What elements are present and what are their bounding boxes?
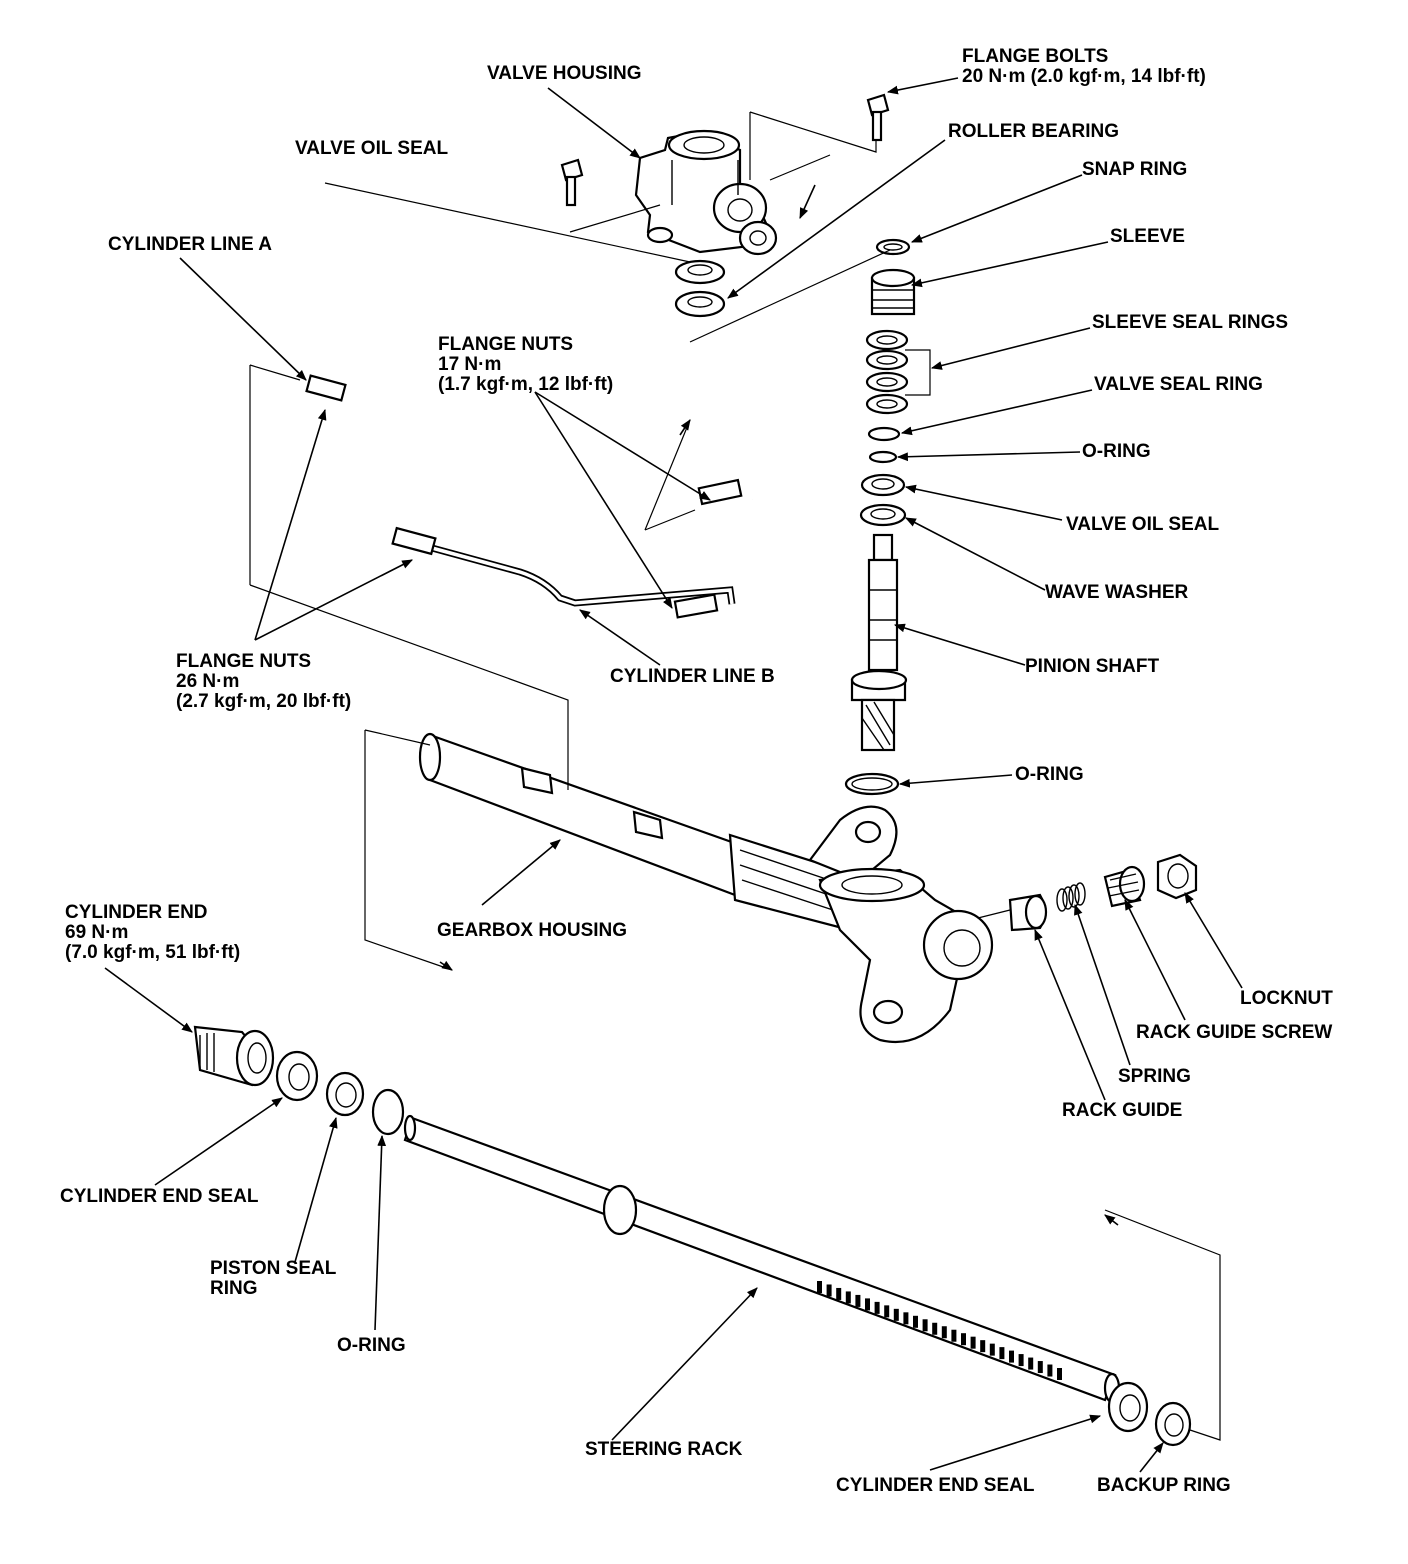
backup-ring-part bbox=[1154, 1401, 1192, 1447]
rack-tooth bbox=[855, 1294, 861, 1307]
label-roller-bearing: ROLLER BEARING bbox=[948, 121, 1119, 142]
rack-tooth bbox=[1009, 1350, 1014, 1363]
label-valve-oil-seal-right: VALVE OIL SEAL bbox=[1066, 514, 1219, 535]
pinion-shaft-part bbox=[850, 533, 908, 752]
label-valve-seal-ring: VALVE SEAL RING bbox=[1094, 374, 1263, 395]
rack-tooth bbox=[980, 1340, 986, 1353]
label-valve-oil-seal-top: VALVE OIL SEAL bbox=[295, 138, 448, 159]
label-sleeve: SLEEVE bbox=[1110, 226, 1185, 247]
label-sleeve-seal-rings: SLEEVE SEAL RINGS bbox=[1092, 312, 1288, 333]
wave-washer-part bbox=[859, 503, 907, 527]
rack-tooth bbox=[999, 1347, 1005, 1360]
label-valve-housing: VALVE HOUSING bbox=[487, 63, 641, 84]
rack-tooth bbox=[1047, 1364, 1053, 1377]
cylinder-end-part bbox=[193, 1025, 275, 1087]
rack-tooth bbox=[865, 1298, 870, 1311]
rack-tooth bbox=[989, 1343, 995, 1356]
label-pinion-shaft: PINION SHAFT bbox=[1025, 656, 1159, 677]
rack-tooth bbox=[893, 1308, 899, 1321]
label-backup-ring: BACKUP RING bbox=[1097, 1475, 1231, 1496]
label-piston-seal-ring: RING bbox=[210, 1278, 258, 1299]
label-flange-bolts: FLANGE BOLTS bbox=[962, 46, 1108, 67]
sleeve-seal-rings-part bbox=[865, 329, 909, 415]
rack-tooth bbox=[1057, 1368, 1062, 1380]
locknut-part bbox=[1156, 853, 1198, 900]
label-cylinder-line-a: CYLINDER LINE A bbox=[108, 234, 272, 255]
label-o-ring-2: O-RING bbox=[1015, 764, 1084, 785]
label-snap-ring: SNAP RING bbox=[1082, 159, 1187, 180]
sleeve-part bbox=[870, 268, 916, 316]
rack-tooth bbox=[817, 1281, 822, 1293]
label-spring: SPRING bbox=[1118, 1066, 1191, 1087]
label-cylinder-end-seal-right: CYLINDER END SEAL bbox=[836, 1475, 1035, 1496]
label-o-ring-1: O-RING bbox=[1082, 441, 1151, 462]
rack-tooth bbox=[903, 1312, 909, 1325]
label-gearbox-housing: GEARBOX HOUSING bbox=[437, 920, 627, 941]
rack-guide-screw-part bbox=[1103, 865, 1146, 908]
label-cylinder-end-seal-left: CYLINDER END SEAL bbox=[60, 1186, 259, 1207]
flange-bolt-left bbox=[560, 158, 584, 207]
steering-rack-part bbox=[403, 1114, 1121, 1404]
label-cylinder-end-kgf: (7.0 kgf·m, 51 lbf·ft) bbox=[65, 942, 240, 963]
cylinder-line-b-part bbox=[391, 526, 736, 619]
o-ring-pinion-part bbox=[868, 450, 898, 464]
label-piston-seal: PISTON SEAL bbox=[210, 1258, 337, 1279]
rack-tooth bbox=[970, 1336, 976, 1349]
rack-tooth bbox=[845, 1291, 851, 1304]
label-flange-nuts-26-nm: 26 N·m bbox=[176, 671, 239, 692]
rack-tooth bbox=[961, 1333, 966, 1346]
assembly-lines bbox=[249, 111, 1221, 1441]
cylinder-end-seal-left-part bbox=[275, 1050, 319, 1102]
valve-seal-ring-part bbox=[867, 426, 901, 442]
roller-bearing-part bbox=[674, 290, 726, 318]
label-flange-nuts-17-nm: 17 N·m bbox=[438, 354, 501, 375]
label-flange-nuts-26: FLANGE NUTS bbox=[176, 651, 311, 672]
label-wave-washer: WAVE WASHER bbox=[1045, 582, 1188, 603]
rack-tooth bbox=[941, 1326, 947, 1339]
label-flange-bolts-torque: 20 N·m (2.0 kgf·m, 14 lbf·ft) bbox=[962, 66, 1206, 87]
valve-oil-seal-top-part bbox=[674, 259, 726, 285]
rack-tooth bbox=[826, 1284, 832, 1297]
label-flange-nuts-17: FLANGE NUTS bbox=[438, 334, 573, 355]
rack-tooth bbox=[836, 1287, 842, 1300]
rack-tooth bbox=[913, 1315, 918, 1328]
label-cylinder-end: CYLINDER END bbox=[65, 902, 208, 923]
rack-tooth bbox=[922, 1319, 928, 1332]
gearbox-housing-part bbox=[418, 732, 994, 1044]
label-flange-nuts-17-kgf: (1.7 kgf·m, 12 lbf·ft) bbox=[438, 374, 613, 395]
label-cylinder-line-b: CYLINDER LINE B bbox=[610, 666, 775, 687]
rack-tooth bbox=[951, 1329, 957, 1342]
spring-part bbox=[1056, 882, 1086, 912]
label-steering-rack: STEERING RACK bbox=[585, 1439, 743, 1460]
label-rack-guide-screw: RACK GUIDE SCREW bbox=[1136, 1022, 1332, 1043]
flange-bolt-right bbox=[866, 93, 890, 142]
label-rack-guide: RACK GUIDE bbox=[1062, 1100, 1182, 1121]
rack-tooth bbox=[1037, 1361, 1043, 1374]
cylinder-end-seal-right-part bbox=[1107, 1381, 1149, 1433]
piston-seal-ring-part bbox=[325, 1071, 365, 1117]
valve-housing-part bbox=[634, 129, 778, 256]
label-locknut: LOCKNUT bbox=[1240, 988, 1333, 1009]
o-ring-rack-part bbox=[371, 1088, 405, 1136]
valve-oil-seal-right-part bbox=[860, 473, 906, 497]
label-o-ring-3: O-RING bbox=[337, 1335, 406, 1356]
label-flange-nuts-26-kgf: (2.7 kgf·m, 20 lbf·ft) bbox=[176, 691, 351, 712]
cylinder-line-a-part bbox=[305, 374, 754, 524]
snap-ring-part bbox=[875, 238, 911, 256]
rack-tooth bbox=[932, 1322, 938, 1335]
label-cylinder-end-nm: 69 N·m bbox=[65, 922, 128, 943]
rack-guide-part bbox=[1008, 893, 1048, 932]
rack-tooth bbox=[1018, 1354, 1024, 1367]
rack-tooth bbox=[884, 1305, 890, 1318]
rack-tooth bbox=[874, 1301, 880, 1314]
o-ring-lower-part bbox=[844, 772, 900, 796]
rack-tooth bbox=[1028, 1357, 1034, 1370]
leader-lines bbox=[104, 77, 1243, 1473]
